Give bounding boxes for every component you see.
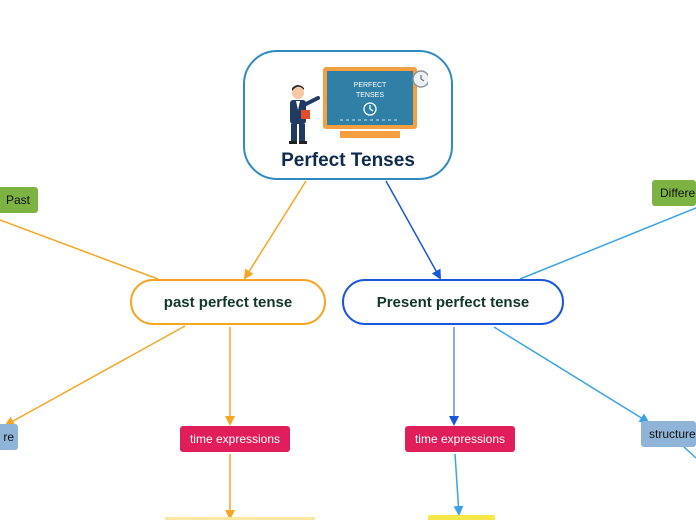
topic-difference[interactable]: Differe [652, 180, 696, 206]
topic-past[interactable]: Past [0, 187, 39, 213]
branch-past-perfect-tense[interactable]: past perfect tense [130, 279, 326, 325]
topic-difference-label: Differe [660, 186, 696, 200]
central-title: Perfect Tenses [281, 150, 415, 171]
blackboard-surface [327, 71, 413, 125]
connector-central-present [385, 180, 441, 280]
teacher-blackboard-illustration: PERFECT TENSES [289, 67, 428, 144]
connector-present-time-down [453, 453, 464, 516]
node-present-bottom-partial[interactable] [428, 515, 495, 520]
topic-time-expressions-past[interactable]: time expressions [180, 426, 290, 452]
connector-central-past [243, 180, 307, 280]
topic-structure-right-label: structure [649, 427, 696, 441]
topic-structure-right[interactable]: structure [641, 421, 696, 447]
branch-present-perfect-tense[interactable]: Present perfect tense [342, 279, 564, 325]
connector-present-difference [519, 207, 696, 280]
node-past-bottom-partial[interactable] [165, 517, 315, 520]
board-text-line2: TENSES [356, 92, 384, 99]
board-text-line1: PERFECT [354, 82, 387, 89]
topic-structure-left-label: re [3, 430, 14, 444]
connector-present-structure [493, 326, 650, 424]
central-topic[interactable]: PERFECT TENSES Perfect Tenses [243, 50, 453, 180]
teacher-head [292, 87, 304, 99]
topic-past-label: Past [6, 193, 31, 207]
board-tray [340, 131, 400, 138]
connector-past-topic [0, 219, 159, 280]
topic-time-expressions-present[interactable]: time expressions [405, 426, 515, 452]
topic-structure-left[interactable]: re [0, 424, 18, 450]
connector-past-structure [4, 325, 186, 426]
connector-structure-right-out [683, 446, 696, 459]
board-clock-icon [363, 102, 377, 116]
topic-time-expressions-past-label: time expressions [189, 432, 281, 446]
topic-time-expressions-present-label: time expressions [414, 432, 506, 446]
